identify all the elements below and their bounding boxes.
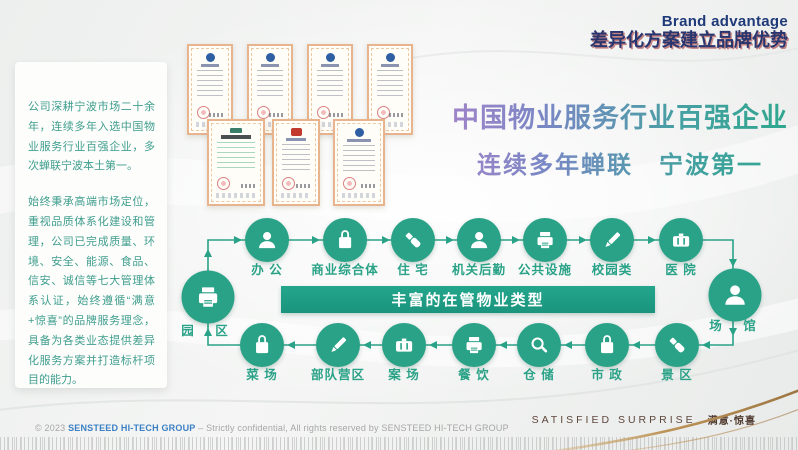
footer-copyright: © 2023 SENSTEED HI-TECH GROUP – Strictly… [35, 423, 509, 433]
node-military-camp [316, 323, 360, 367]
label-office: 办 公 [251, 263, 283, 277]
briefcase-icon [382, 323, 426, 367]
node-park [181, 270, 235, 324]
banner: 丰富的在管物业类型 [281, 286, 655, 313]
cert-seal-icon [257, 106, 270, 119]
flashlight-icon [655, 323, 699, 367]
cert-logo-icon [205, 53, 215, 62]
printer-icon [523, 218, 567, 262]
pencil-icon [316, 323, 360, 367]
certificate-body [371, 48, 409, 131]
label-venue: 场 馆 [709, 319, 765, 333]
cert-seal-icon [197, 106, 210, 119]
label-residential: 住 宅 [397, 263, 429, 277]
label-park: 园 区 [181, 324, 237, 338]
copyright-year: © 2023 [35, 423, 66, 433]
cert-seal-icon [317, 106, 330, 119]
certificate-body [251, 48, 289, 131]
header-title-en: Brand advantage [661, 13, 788, 30]
printer-icon [452, 323, 496, 367]
person-icon [457, 218, 501, 262]
intro-card: 公司深耕宁波市场二十余年，连续多年入选中国物业服务行业百强企业，多次蝉联宁波本土… [15, 62, 167, 388]
node-scenic-area [655, 323, 699, 367]
label-government-logistics: 机关后勤 [451, 263, 507, 277]
cert-seal-icon [217, 177, 230, 190]
intro-paragraph-1: 公司深耕宁波市场二十余年，连续多年入选中国物业服务行业百强企业，多次蝉联宁波本土… [28, 101, 155, 173]
node-market [240, 323, 284, 367]
certificate-body [191, 48, 229, 131]
node-venue [708, 268, 762, 322]
label-warehouse: 仓 储 [523, 368, 555, 382]
node-warehouse [517, 323, 561, 367]
cert-seal-icon [343, 177, 356, 190]
bag-icon [585, 323, 629, 367]
label-military-camp: 部队营区 [310, 368, 366, 382]
headline-line-2: 连续多年蝉联 宁波第一 [448, 145, 792, 180]
cert-seal-icon [282, 177, 295, 190]
briefcase-icon [659, 218, 703, 262]
certificate-7 [333, 119, 385, 206]
label-sales-office: 案 场 [388, 368, 420, 382]
header-subtitle-zh: 差异化方案建立品牌优势 [590, 30, 788, 51]
certificate-4 [367, 44, 413, 135]
node-hospital [659, 218, 703, 262]
certificate-body [211, 123, 261, 202]
cert-logo-icon [290, 128, 302, 136]
barcode-strip [0, 437, 798, 450]
label-municipal: 市 政 [591, 368, 623, 382]
label-campus: 校园类 [591, 263, 633, 277]
magnifier-icon [517, 323, 561, 367]
label-commercial-complex: 商业综合体 [311, 263, 379, 277]
node-residential [391, 218, 435, 262]
printer-icon [182, 271, 235, 324]
cert-logo-icon [230, 128, 242, 133]
node-sales-office [382, 323, 426, 367]
certificate-1 [187, 44, 233, 135]
node-municipal [585, 323, 629, 367]
certificate-5 [207, 119, 265, 206]
node-public-facility [523, 218, 567, 262]
label-catering: 餐 饮 [458, 368, 490, 382]
node-government-logistics [457, 218, 501, 262]
cert-logo-icon [325, 53, 335, 62]
label-scenic-area: 景 区 [661, 368, 693, 382]
tagline-zh: 满意·惊喜 [707, 416, 756, 427]
cert-logo-icon [265, 53, 275, 62]
person-icon [709, 269, 762, 322]
certificate-body [276, 123, 316, 202]
cert-logo-icon [354, 128, 364, 137]
node-commercial-complex [323, 218, 367, 262]
certificate-body [337, 123, 381, 202]
cert-seal-icon [377, 106, 390, 119]
company-name: SENSTEED HI-TECH GROUP [68, 423, 196, 433]
node-office [245, 218, 289, 262]
person-icon [245, 218, 289, 262]
certificate-body [311, 48, 349, 131]
banner-label: 丰富的在管物业类型 [391, 292, 545, 309]
flashlight-icon [391, 218, 435, 262]
pencil-icon [590, 218, 634, 262]
node-catering [452, 323, 496, 367]
brand-tagline: SATISFIED SURPRISE 满意·惊喜 [531, 412, 756, 428]
label-market: 菜 场 [246, 368, 278, 382]
cert-logo-icon [385, 53, 395, 62]
tagline-en: SATISFIED SURPRISE [531, 413, 696, 426]
intro-paragraph-2: 始终秉承高端市场定位，重视品质体系化建设和管理，公司已完成质量、环境、安全、能源… [28, 196, 155, 387]
label-public-facility: 公共设施 [517, 263, 573, 277]
node-campus [590, 218, 634, 262]
legal-text: – Strictly confidential, All rights rese… [198, 423, 509, 433]
slide-header: Brand advantage 差异化方案建立品牌优势 [590, 13, 788, 51]
label-hospital: 医 院 [665, 263, 697, 277]
certificate-6 [272, 119, 320, 206]
headline: 中国物业服务行业百强企业 连续多年蝉联 宁波第一 [448, 96, 792, 180]
bag-icon [323, 218, 367, 262]
bag-icon [240, 323, 284, 367]
headline-line-1: 中国物业服务行业百强企业 [448, 96, 792, 135]
